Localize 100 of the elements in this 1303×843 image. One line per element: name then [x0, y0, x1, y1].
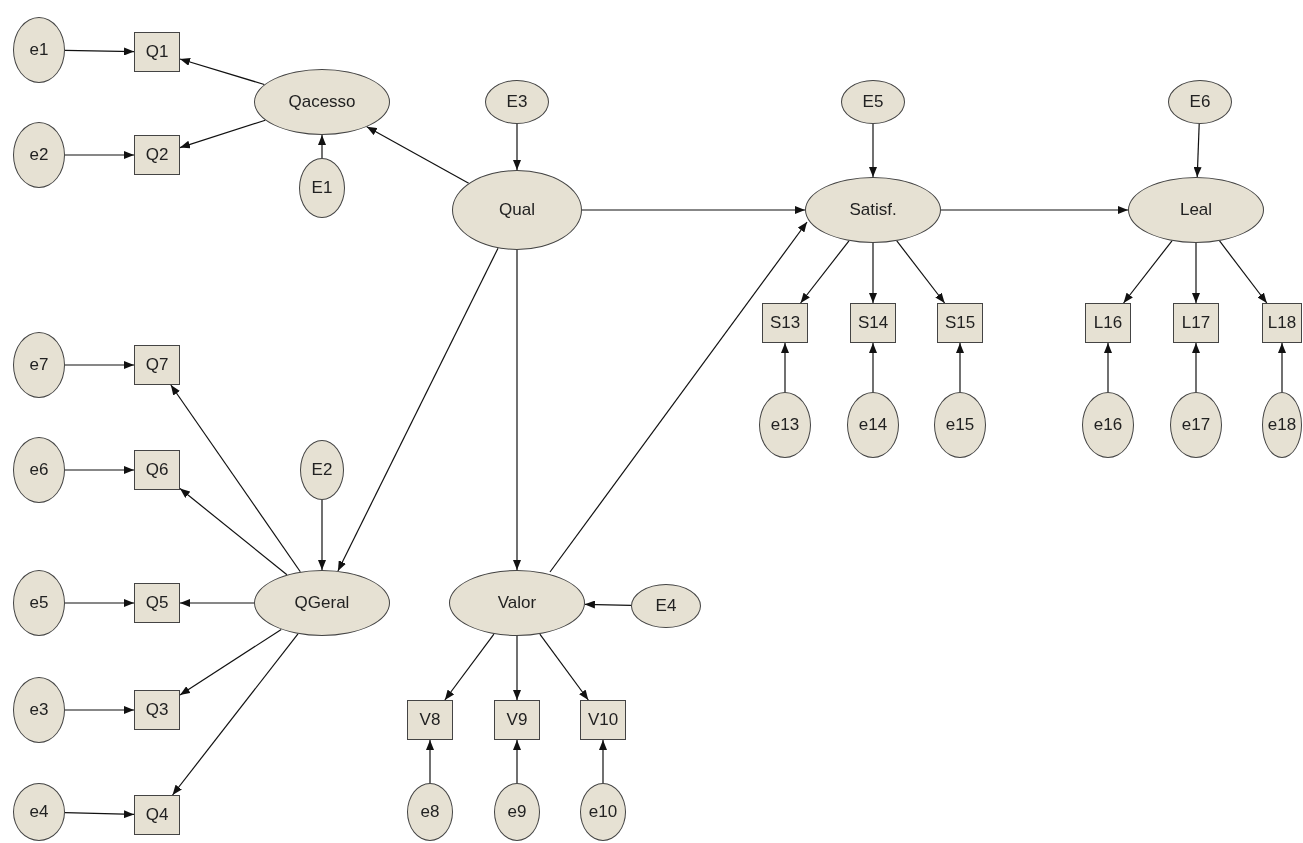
variable-label: e3: [29, 699, 49, 722]
variable-ellipse: [407, 783, 453, 841]
variable-label: L18: [1267, 312, 1297, 335]
variable-ellipse: [494, 783, 540, 841]
variable-ellipse: [299, 158, 345, 218]
arrow: [869, 242, 877, 304]
arrow: [896, 240, 946, 304]
arrow: [171, 633, 299, 796]
variable-label: Leal: [1179, 199, 1213, 222]
variable-label: e15: [945, 414, 975, 437]
arrow: [940, 206, 1129, 214]
variable-label: E6: [1189, 91, 1211, 114]
arrow: [64, 47, 135, 56]
variable-label: e16: [1093, 414, 1123, 437]
variable-ellipse: [485, 80, 549, 124]
variable-label: V10: [587, 709, 619, 732]
variable-label: Q7: [145, 354, 169, 377]
variable-label: V8: [419, 709, 441, 732]
arrow: [869, 123, 877, 178]
indicator-box: [850, 303, 896, 343]
indicator-box: [134, 345, 180, 385]
indicator-box: [1262, 303, 1302, 343]
variable-label: E2: [311, 459, 333, 482]
variable-label: e4: [29, 801, 49, 824]
arrow: [869, 342, 877, 393]
variable-label: e1: [29, 39, 49, 62]
indicator-box: [134, 450, 180, 490]
arrow: [64, 706, 135, 714]
arrow: [179, 119, 266, 149]
variable-label: e10: [588, 801, 618, 824]
arrow: [318, 134, 326, 159]
variable-ellipse: [300, 440, 344, 500]
indicator-box: [762, 303, 808, 343]
arrow: [513, 739, 521, 784]
arrow: [1123, 240, 1173, 304]
arrow: [599, 739, 607, 784]
variable-label: V9: [506, 709, 528, 732]
arrow: [1193, 123, 1202, 178]
arrow: [800, 240, 850, 304]
arrow: [956, 342, 964, 393]
variable-label: e9: [507, 801, 527, 824]
indicator-box: [134, 583, 180, 623]
variable-label: Satisf.: [849, 199, 897, 222]
indicator-box: [1173, 303, 1219, 343]
variable-label: QGeral: [294, 592, 350, 615]
variable-label: E5: [862, 91, 884, 114]
variable-label: Qacesso: [288, 91, 356, 114]
variable-label: e6: [29, 459, 49, 482]
arrow: [1218, 240, 1268, 304]
arrow: [1104, 342, 1112, 393]
variable-ellipse: [580, 783, 626, 841]
arrow: [64, 151, 135, 159]
variable-ellipse: [13, 783, 65, 841]
variable-ellipse: [1168, 80, 1232, 124]
indicator-box: [134, 32, 180, 72]
variable-label: e2: [29, 144, 49, 167]
variable-label: Q6: [145, 459, 169, 482]
variable-label: L16: [1093, 312, 1123, 335]
variable-ellipse: [841, 80, 905, 124]
variable-ellipse: [1262, 392, 1302, 458]
variable-label: S13: [769, 312, 801, 335]
arrow: [64, 361, 135, 369]
variable-label: e7: [29, 354, 49, 377]
variable-label: e13: [770, 414, 800, 437]
variable-label: E3: [506, 91, 528, 114]
variable-label: Valor: [497, 592, 537, 615]
indicator-box: [134, 135, 180, 175]
arrow: [64, 810, 135, 819]
variable-label: E4: [655, 595, 677, 618]
arrow: [179, 628, 282, 696]
arrow: [64, 466, 135, 474]
indicator-box: [937, 303, 983, 343]
variable-label: Q1: [145, 41, 169, 64]
indicator-box: [134, 795, 180, 835]
arrow: [366, 126, 470, 184]
variable-label: e17: [1181, 414, 1211, 437]
arrow: [581, 206, 806, 214]
variable-label: Q5: [145, 592, 169, 615]
indicator-box: [407, 700, 453, 740]
variable-label: L17: [1181, 312, 1211, 335]
variable-label: Q3: [145, 699, 169, 722]
variable-label: Qual: [499, 199, 535, 222]
arrow: [1192, 242, 1200, 304]
arrow: [781, 342, 789, 393]
variable-label: Q4: [145, 804, 169, 827]
variable-label: Q2: [145, 144, 169, 167]
arrow: [1278, 342, 1286, 393]
variable-label: e14: [858, 414, 888, 437]
arrow: [584, 600, 632, 609]
arrow: [426, 739, 434, 784]
indicator-box: [1085, 303, 1131, 343]
variable-label: e5: [29, 592, 49, 615]
variable-label: e8: [420, 801, 440, 824]
indicator-box: [494, 700, 540, 740]
variable-label: S14: [857, 312, 889, 335]
arrow: [179, 487, 288, 576]
arrow: [513, 249, 521, 571]
arrow: [64, 599, 135, 607]
indicator-box: [580, 700, 626, 740]
arrow: [513, 123, 521, 171]
